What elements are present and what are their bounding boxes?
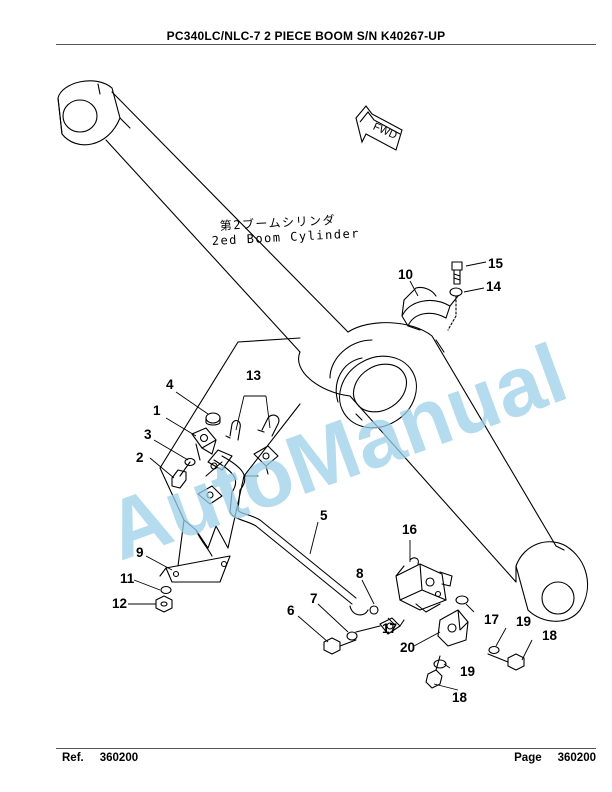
cap-4 xyxy=(205,412,221,426)
washer-3 xyxy=(184,457,196,467)
bolt-18-lower xyxy=(425,655,443,689)
cylinder-label-jp: 第2ブームシリンダ xyxy=(219,212,336,233)
clamp-block-1 xyxy=(191,427,217,461)
footer-ref: Ref. 360200 xyxy=(62,752,138,764)
callout-17-right: 17 xyxy=(484,612,499,627)
callout-numbers: 10 15 14 4 13 1 3 2 5 16 9 8 11 12 6 7 1… xyxy=(112,256,558,705)
callout-9: 9 xyxy=(136,545,144,560)
watermark: AutoManual xyxy=(94,325,578,578)
page-label: Page xyxy=(514,752,542,764)
callout-13: 13 xyxy=(246,368,262,383)
footer-page: Page 360200 xyxy=(514,752,596,764)
bolt-15 xyxy=(451,261,463,285)
valve-block-16 xyxy=(395,557,453,613)
washer-19-left xyxy=(433,659,447,669)
hose-5 xyxy=(213,455,369,616)
footer-divider xyxy=(56,748,596,749)
callout-8: 8 xyxy=(356,566,364,581)
page-title: PC340LC/NLC-7 2 PIECE BOOM S/N K40267-UP xyxy=(166,29,446,43)
callout-7: 7 xyxy=(310,591,318,606)
callout-14: 14 xyxy=(486,279,502,294)
washer-11 xyxy=(160,585,172,595)
callout-19-right: 19 xyxy=(516,614,531,629)
callout-1: 1 xyxy=(153,403,161,418)
plug-8 xyxy=(369,605,379,615)
callout-2: 2 xyxy=(136,450,144,465)
callout-5: 5 xyxy=(320,508,328,523)
clamp-band-10 xyxy=(401,286,459,331)
callout-11: 11 xyxy=(120,571,135,586)
plug-17 xyxy=(455,595,469,605)
page-value: 360200 xyxy=(557,752,596,764)
callout-6: 6 xyxy=(287,603,295,618)
cylinder-barrel xyxy=(105,91,557,583)
callout-12: 12 xyxy=(112,596,127,611)
callout-16: 16 xyxy=(402,522,418,537)
clamp-half-right xyxy=(253,445,279,475)
bolt-2 xyxy=(171,461,191,489)
callout-10: 10 xyxy=(398,267,413,282)
bracket-plate-9 xyxy=(159,519,231,583)
cylinder-bottom-eye xyxy=(515,541,589,622)
connector-fitting xyxy=(379,617,405,635)
callout-4: 4 xyxy=(166,377,174,392)
callout-17-left: 17 xyxy=(382,621,397,636)
callout-15: 15 xyxy=(488,256,504,271)
u-bolt-13a xyxy=(225,419,241,441)
callout-18-lower: 18 xyxy=(452,690,468,705)
washer-7 xyxy=(346,625,381,641)
header-divider xyxy=(56,44,596,45)
callout-20: 20 xyxy=(400,640,415,655)
clamp-half-left xyxy=(197,485,223,505)
cylinder-head-eye xyxy=(57,80,121,146)
ref-value: 360200 xyxy=(99,752,139,764)
nut-12 xyxy=(155,595,173,613)
bolt-6 xyxy=(323,637,357,655)
u-bolt-13b xyxy=(257,414,280,437)
forward-arrow-icon xyxy=(355,105,403,151)
block-20 xyxy=(437,609,469,647)
washer-14 xyxy=(447,287,463,331)
callout-19-lower: 19 xyxy=(460,664,475,679)
washer-19-right xyxy=(488,645,500,655)
bolt-18-right xyxy=(487,653,525,671)
ref-label: Ref. xyxy=(62,752,84,764)
callout-18-right: 18 xyxy=(542,628,558,643)
callout-3: 3 xyxy=(144,427,152,442)
